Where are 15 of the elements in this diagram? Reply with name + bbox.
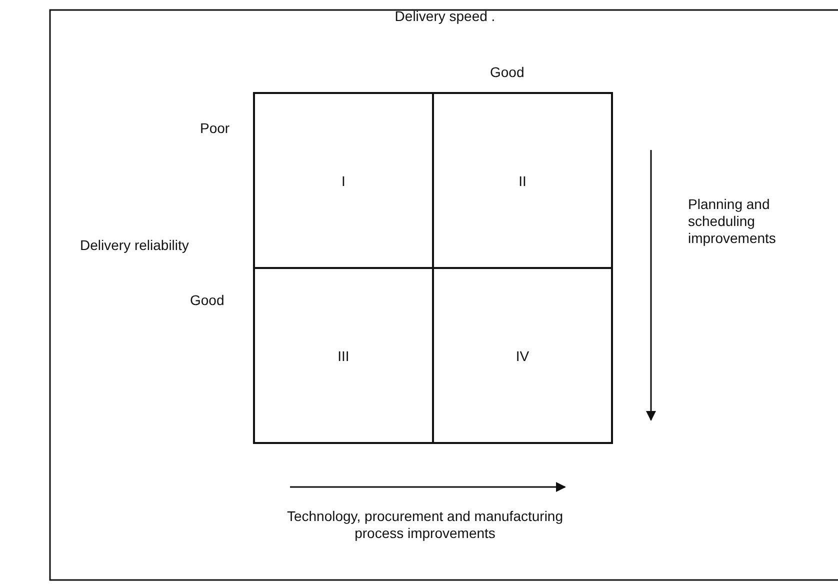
axis-value-label: Good (190, 292, 226, 309)
matrix-cell (253, 267, 434, 444)
axis-value-label: Poor (200, 120, 231, 137)
quadrant-number: I (342, 172, 346, 188)
quadrant-number: II (518, 172, 526, 188)
quadrant-number: III (338, 348, 350, 364)
axis-title: Delivery speed . (394, 8, 496, 25)
matrix-cell (253, 92, 434, 269)
annotation-text: Planning and scheduling improvements (688, 196, 777, 247)
matrix-cell (432, 267, 613, 444)
axis-value-label: Good (490, 64, 526, 81)
axis-title: Delivery reliability (80, 237, 190, 254)
annotation-text: Technology, procurement and manufacturing process improvements (286, 508, 564, 542)
matrix-cell (432, 92, 613, 269)
quadrant-number: IV (516, 348, 530, 364)
